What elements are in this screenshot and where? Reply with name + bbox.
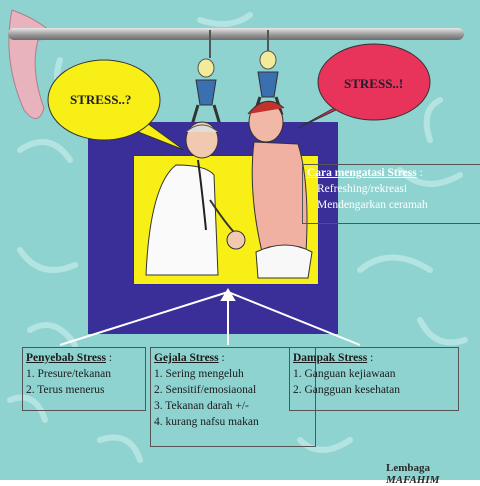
hanging-figure-left-icon (190, 30, 222, 126)
gejala-item: 4. kurang nafsu makan (154, 416, 259, 428)
dampak-item: 1. Ganguan kejiawaan (293, 368, 396, 380)
penyebab-item: 1. Presure/tekanan (26, 368, 111, 380)
cara-item: Refreshing/rekreasi (317, 183, 408, 195)
footer-name: MAFAHIM (386, 474, 440, 486)
gejala-item: 2. Sensitif/emosiaonal (154, 384, 257, 396)
speech-bubble-right (317, 43, 431, 121)
penyebab-item: 2. Terus menerus (26, 384, 105, 396)
gejala-item: 1. Sering mengeluh (154, 368, 244, 380)
bubble-left-text: STRESS..? (70, 92, 132, 107)
cara-mengatasi-box: Cara mengatasi Stress : Refreshing/rekre… (302, 164, 480, 224)
dampak-title: Dampak Stress (293, 352, 368, 364)
dampak-item: 2. Gangguan kesehatan (293, 384, 400, 396)
gejala-item: 3. Tekanan darah +/- (154, 400, 249, 412)
speech-bubble-left (47, 59, 161, 141)
dampak-stress-box: Dampak Stress : 1. Ganguan kejiawaan 2. … (289, 347, 459, 411)
gejala-stress-box: Gejala Stress : 1. Sering mengeluh 2. Se… (150, 347, 316, 447)
penyebab-title: Penyebab Stress (26, 352, 106, 364)
bubble-right-text: STRESS..! (344, 76, 404, 91)
cara-title: Cara mengatasi Stress (307, 167, 417, 179)
hanging-figure-right-icon (252, 30, 284, 116)
doctor-icon (145, 121, 246, 276)
footer-credit: Lembaga MAFAHIM (386, 462, 440, 486)
patient-icon (247, 100, 313, 279)
penyebab-stress-box: Penyebab Stress : 1. Presure/tekanan 2. … (22, 347, 146, 411)
cara-item: Mendengarkan ceramah (317, 199, 428, 211)
hanging-bar (8, 28, 464, 40)
hanging-figures (190, 30, 284, 126)
gejala-title: Gejala Stress (154, 352, 219, 364)
